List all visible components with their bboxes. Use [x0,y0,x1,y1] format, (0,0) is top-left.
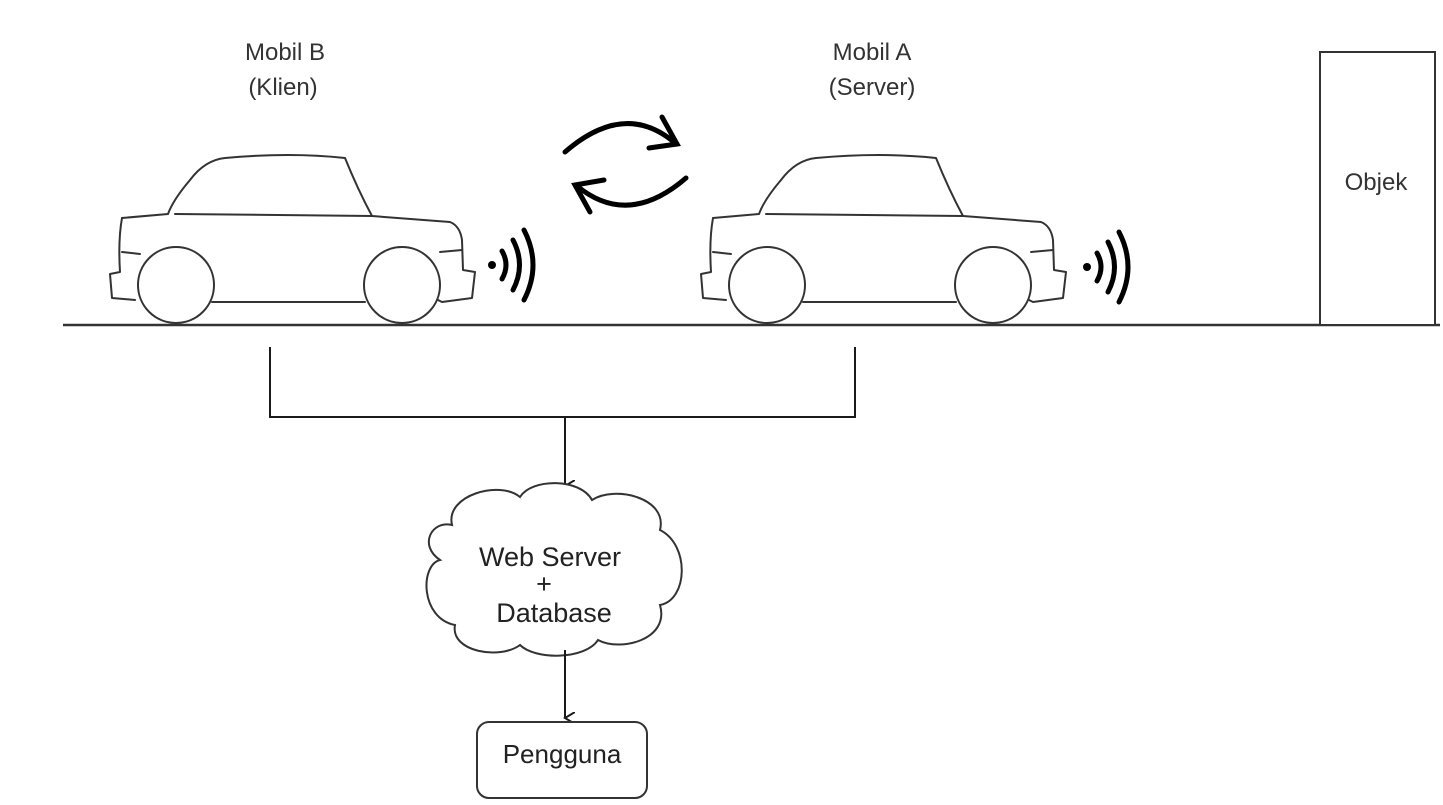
car-b: Mobil B (Klien) [109,39,476,324]
car-a-icon [700,154,1067,324]
car-b-name: Mobil B [245,39,325,66]
cloud-line-2: + [536,569,552,599]
connector-bracket [269,347,856,486]
wifi-signal-icon [1083,229,1131,305]
sync-arrows-icon [562,114,689,215]
cloud-line-1: Web Server [479,542,621,572]
cloud-icon: Web Server + Database [425,482,683,657]
cloud-line-3: Database [496,598,612,628]
car-a: Mobil A (Server) [700,39,1067,324]
object-label: Objek [1345,169,1409,196]
wifi-signal-icon [488,227,536,303]
user-box: Pengguna [476,721,648,799]
car-a-role: (Server) [829,74,916,101]
car-a-name: Mobil A [833,39,912,66]
car-b-role: (Klien) [248,74,317,101]
object-box: Objek [1319,51,1436,326]
car-b-icon [109,154,476,324]
user-label: Pengguna [503,739,622,769]
